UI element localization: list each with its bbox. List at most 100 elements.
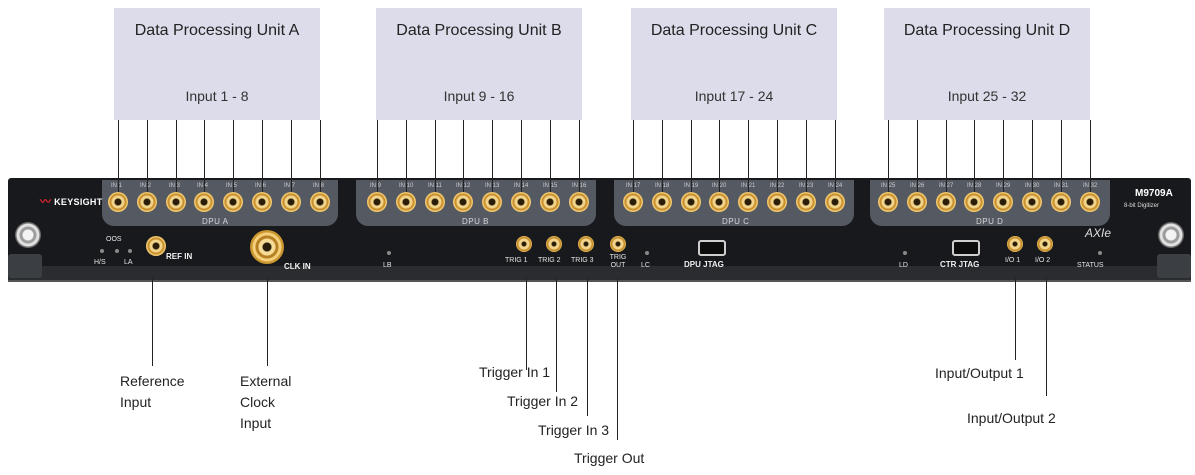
input-connector-in-23[interactable]: [796, 192, 816, 212]
input-leader-line: [835, 120, 836, 194]
left-ejector-handle[interactable]: [8, 254, 42, 278]
input-leader-line: [291, 120, 292, 194]
input-leader-line: [1003, 120, 1004, 194]
input-connector-in-20[interactable]: [709, 192, 729, 212]
input-connector-in-4[interactable]: [194, 192, 214, 212]
input-leader-line: [719, 120, 720, 194]
input-connector-in-31[interactable]: [1051, 192, 1071, 212]
lb-label: LB: [383, 262, 392, 269]
hs-led: [100, 249, 104, 253]
input-leader-line: [917, 120, 918, 194]
input-connector-in-10[interactable]: [396, 192, 416, 212]
input-connector-in-29[interactable]: [993, 192, 1013, 212]
external-clock-line-1: External: [240, 373, 292, 389]
input-connector-in-18[interactable]: [652, 192, 672, 212]
la-led: [128, 249, 132, 253]
input-channel-label: IN 13: [485, 183, 500, 189]
input-connector-in-3[interactable]: [166, 192, 186, 212]
input-connector-in-9[interactable]: [367, 192, 387, 212]
input-channel-label: IN 22: [770, 183, 785, 189]
io-1-connector[interactable]: [1007, 236, 1023, 252]
clk-in-leader-line: [267, 278, 268, 366]
input-channel-label: IN 21: [741, 183, 756, 189]
external-clock-line-3: Input: [240, 415, 272, 431]
input-connector-in-25[interactable]: [878, 192, 898, 212]
trig-1-connector[interactable]: [516, 236, 532, 252]
dpu-jtag-port[interactable]: [698, 240, 726, 256]
right-retaining-screw-icon[interactable]: [1158, 222, 1184, 248]
input-leader-line: [691, 120, 692, 194]
input-connector-in-24[interactable]: [825, 192, 845, 212]
input-leader-line: [147, 120, 148, 194]
input-connector-in-21[interactable]: [738, 192, 758, 212]
input-channel-label: IN 16: [572, 183, 587, 189]
input-channel-label: IN 6: [255, 183, 267, 189]
input-channel-label: IN 31: [1054, 183, 1069, 189]
right-ejector-handle[interactable]: [1157, 254, 1191, 278]
input-channel-label: IN 9: [370, 183, 382, 189]
dpu-box-d: Data Processing Unit D Input 25 - 32: [884, 8, 1090, 120]
input-connector-in-2[interactable]: [137, 192, 157, 212]
lc-led: [645, 251, 649, 255]
ref-in-leader-line: [152, 278, 153, 366]
io-2-connector[interactable]: [1037, 236, 1053, 252]
input-connector-in-16[interactable]: [569, 192, 589, 212]
trig-2-connector[interactable]: [546, 236, 562, 252]
trigger-in-3-callout: Trigger In 3: [538, 422, 610, 438]
input-leader-line: [377, 120, 378, 194]
input-connector-in-11[interactable]: [425, 192, 445, 212]
input-leader-line: [1061, 120, 1062, 194]
input-leader-line: [262, 120, 263, 194]
input-connector-in-5[interactable]: [223, 192, 243, 212]
input-channel-label: IN 11: [428, 183, 442, 189]
trig-out-connector[interactable]: [610, 236, 626, 252]
input-channel-label: IN 24: [828, 183, 843, 189]
input-connector-in-32[interactable]: [1080, 192, 1100, 212]
input-leader-line: [662, 120, 663, 194]
input-connector-in-30[interactable]: [1022, 192, 1042, 212]
input-connector-in-22[interactable]: [767, 192, 787, 212]
input-leader-line: [946, 120, 947, 194]
dpu-label-c: DPU C: [722, 217, 750, 226]
input-connector-in-17[interactable]: [623, 192, 643, 212]
input-channel-label: IN 7: [284, 183, 296, 189]
input-connector-in-27[interactable]: [936, 192, 956, 212]
left-retaining-screw-icon[interactable]: [15, 222, 41, 248]
input-leader-line: [777, 120, 778, 194]
input-channel-label: IN 8: [313, 183, 325, 189]
ctr-jtag-port[interactable]: [952, 240, 980, 256]
input-leader-line: [176, 120, 177, 194]
input-connector-in-19[interactable]: [681, 192, 701, 212]
reference-input-line-1: Reference: [120, 373, 185, 389]
input-connector-in-7[interactable]: [281, 192, 301, 212]
input-connector-in-1[interactable]: [108, 192, 128, 212]
input-connector-in-14[interactable]: [511, 192, 531, 212]
ref-in-connector[interactable]: [146, 236, 166, 256]
clk-in-label: CLK IN: [284, 262, 311, 271]
input-channel-label: IN 1: [111, 183, 123, 189]
input-channel-label: IN 29: [996, 183, 1011, 189]
input-connector-in-15[interactable]: [540, 192, 560, 212]
brand-name: KEYSIGHT: [54, 197, 103, 207]
input-leader-line: [492, 120, 493, 194]
input-connector-in-8[interactable]: [310, 192, 330, 212]
input-connector-in-28[interactable]: [964, 192, 984, 212]
trigger-out-callout: Trigger Out: [574, 450, 645, 466]
model-number: M9709A: [1135, 188, 1173, 199]
input-leader-line: [406, 120, 407, 194]
input-connector-in-6[interactable]: [252, 192, 272, 212]
io-1-callout: Input/Output 1: [935, 365, 1024, 381]
external-clock-callout: External Clock Input: [240, 371, 291, 434]
dpu-title-a: Data Processing Unit A: [134, 22, 300, 39]
io-2-callout: Input/Output 2: [967, 410, 1056, 426]
trig-2-label: TRIG 2: [538, 257, 561, 264]
input-channel-label: IN 28: [967, 183, 982, 189]
input-channel-label: IN 12: [456, 183, 471, 189]
input-connector-in-12[interactable]: [453, 192, 473, 212]
dpu-label-d: DPU D: [976, 217, 1004, 226]
input-connector-in-13[interactable]: [482, 192, 502, 212]
trig-3-connector[interactable]: [578, 236, 594, 252]
input-connector-in-26[interactable]: [907, 192, 927, 212]
clk-in-connector[interactable]: [250, 230, 284, 264]
